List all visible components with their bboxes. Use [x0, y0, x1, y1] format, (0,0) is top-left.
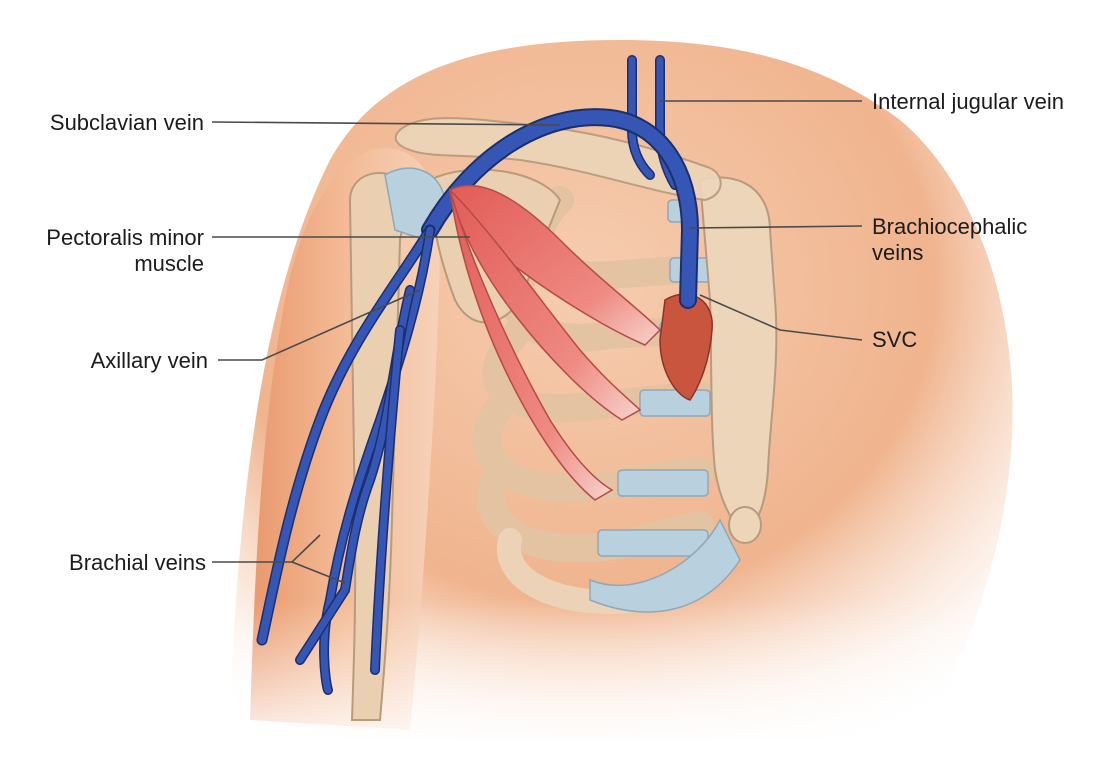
- label-svc: SVC: [872, 327, 917, 353]
- label-axillary-vein: Axillary vein: [30, 348, 208, 374]
- label-brachial-veins: Brachial veins: [14, 550, 206, 576]
- label-pectoralis-minor-muscle: Pectoralis minor muscle: [6, 225, 204, 277]
- label-internal-jugular-vein: Internal jugular vein: [872, 89, 1064, 115]
- label-brachiocephalic-veins: Brachiocephalic veins: [872, 214, 1027, 266]
- label-subclavian-vein: Subclavian vein: [14, 110, 204, 136]
